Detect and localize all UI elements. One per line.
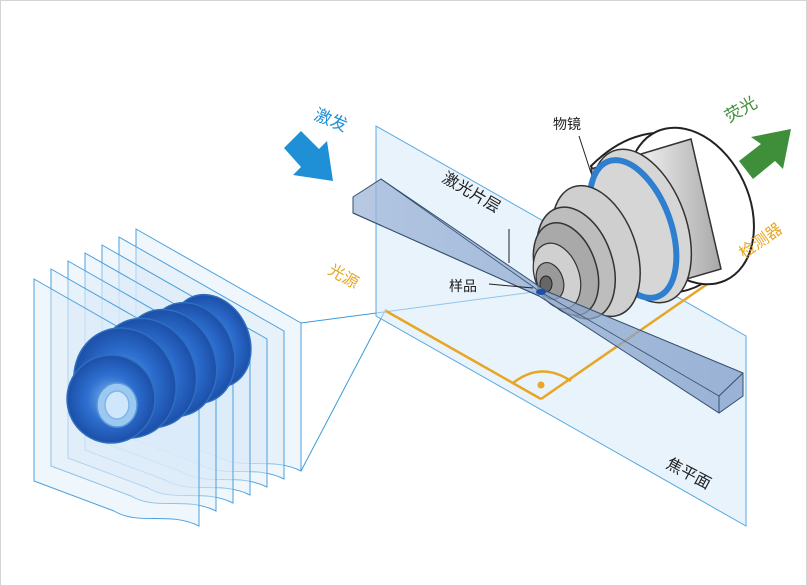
- arrow-up-right-icon: [739, 129, 791, 179]
- fluorescence-label: 荧光: [722, 93, 761, 127]
- right-angle-dot: [537, 381, 545, 389]
- arrow-down-right-icon: [284, 131, 333, 181]
- leader-lines: [488, 135, 592, 289]
- sample-spot: [536, 289, 546, 295]
- light-source-label: 光源: [325, 260, 362, 292]
- objective-label: 物镜: [553, 117, 581, 133]
- excitation-label: 激发: [311, 105, 350, 136]
- objective-lens: [532, 126, 755, 320]
- light-sheet-beam: [352, 178, 744, 414]
- sample-label: 样品: [449, 279, 477, 295]
- section-stack: [33, 228, 302, 527]
